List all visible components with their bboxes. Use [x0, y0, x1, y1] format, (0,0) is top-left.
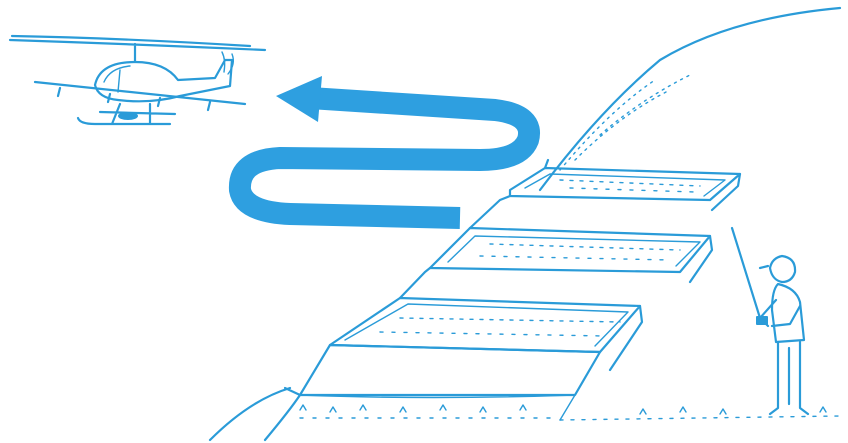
remote-controller [756, 316, 768, 325]
operator-head [758, 254, 797, 284]
operator-legs [768, 340, 810, 416]
ground-line [559, 415, 841, 421]
terraced-plots [283, 158, 742, 421]
operator [730, 226, 810, 416]
hill-crest-shading [559, 74, 691, 171]
hill-crest [538, 6, 842, 192]
grass-tufts [299, 404, 827, 415]
helicopter-tank [118, 112, 138, 120]
terrace-lower [328, 266, 644, 372]
helicopter-tail-rotor [221, 51, 235, 75]
operator-torso [770, 282, 806, 344]
helicopter-spray-boom [33, 80, 247, 112]
helicopter-body [93, 58, 234, 103]
terrace-walls [283, 343, 602, 421]
helicopter-skids [76, 102, 177, 126]
remote-antenna [730, 226, 762, 320]
helicopter-main-rotor [8, 34, 267, 64]
hillside [208, 6, 842, 442]
flight-path-arrow [228, 76, 540, 229]
terrace-middle [428, 194, 714, 284]
flight-path-curve [228, 87, 540, 229]
hill-left-slope [208, 386, 302, 442]
helicopter [8, 34, 267, 126]
flight-path-arrowhead [276, 76, 322, 122]
helicopter-cockpit [103, 65, 131, 93]
